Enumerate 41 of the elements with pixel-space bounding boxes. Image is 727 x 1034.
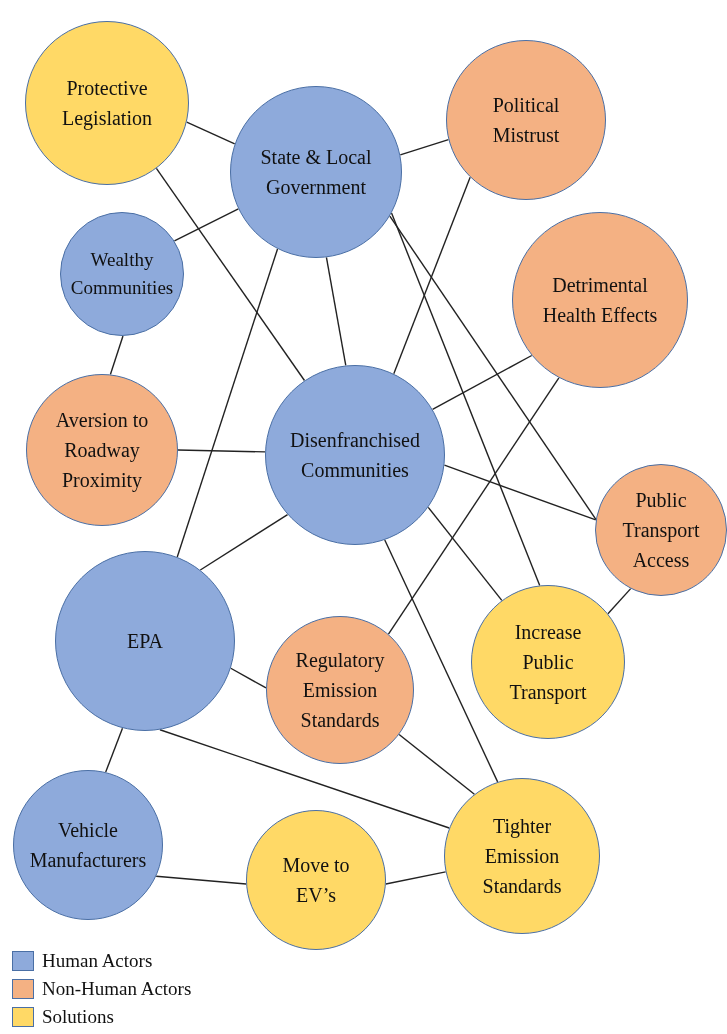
connector-line	[176, 248, 279, 558]
connector-line	[399, 138, 450, 156]
connector-line	[427, 506, 503, 602]
connector-line	[109, 335, 124, 376]
node-label: Aversion to Roadway Proximity	[54, 408, 150, 494]
connector-line	[177, 449, 266, 453]
node-label: Vehicle Manufacturers	[28, 818, 148, 873]
node-label: State & Local Government	[259, 145, 373, 200]
connector-line	[389, 215, 597, 521]
connector-line	[607, 587, 632, 615]
node-label: Move to EV’s	[281, 853, 351, 908]
node-label: Wealthy Communities	[69, 247, 175, 300]
connector-line	[387, 377, 560, 635]
connector-line	[398, 733, 476, 795]
node-label: Increase Public Transport	[508, 620, 588, 706]
connector-line	[186, 121, 236, 145]
connector-line	[431, 354, 533, 411]
legend-label: Human Actors	[42, 950, 153, 972]
connector-line	[173, 208, 240, 242]
node-label: Regulatory Emission Standards	[294, 648, 386, 733]
legend-label: Non-Human Actors	[42, 978, 192, 1000]
connector-line	[325, 256, 347, 367]
connector-line	[384, 539, 499, 783]
node-label: EPA	[126, 629, 164, 654]
connector-line	[105, 727, 124, 773]
connector-line	[155, 875, 247, 885]
node-label: Detrimental Health Effects	[541, 273, 659, 328]
node-label: Political Mistrust	[491, 93, 561, 148]
connector-line	[443, 464, 597, 521]
connector-line	[155, 167, 306, 382]
connector-line	[390, 212, 541, 587]
connector-line	[159, 729, 450, 829]
node-label: Disenfranchised Communities	[289, 428, 421, 483]
connector-line	[393, 176, 471, 375]
legend-label: Solutions	[42, 1006, 114, 1028]
connector-line	[230, 667, 267, 689]
connector-line	[199, 513, 289, 571]
connector-line	[385, 871, 447, 885]
node-label: Tighter Emission Standards	[481, 814, 563, 899]
node-label: Public Transport Access	[621, 488, 701, 573]
node-label: Protective Legislation	[61, 76, 153, 132]
